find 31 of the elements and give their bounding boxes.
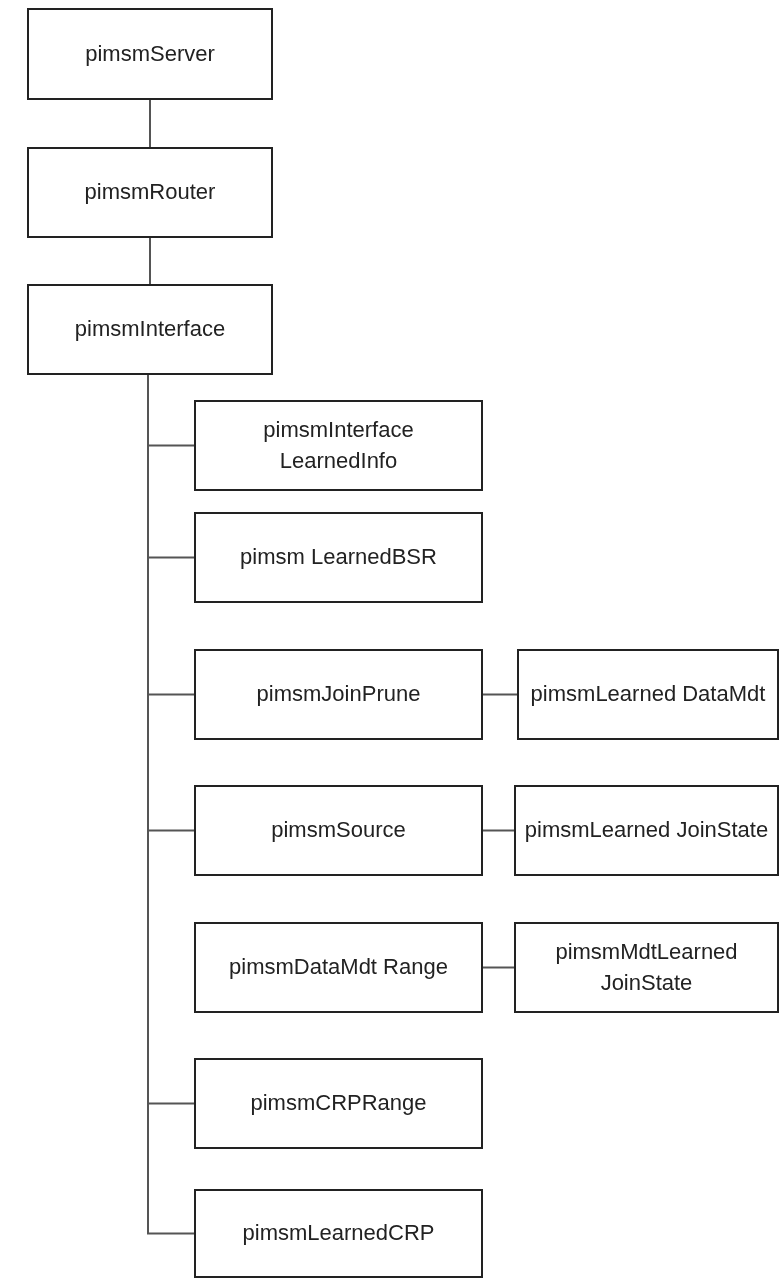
- connector-line: [149, 237, 151, 285]
- class-box: [194, 1058, 483, 1149]
- class-box: [194, 922, 483, 1013]
- class-name: pimsmCRPRange: [250, 1089, 427, 1118]
- class-box: [194, 512, 483, 603]
- class-name: pimsmLearnedCRP: [242, 1219, 435, 1248]
- class-name: pimsmDataMdt Range: [229, 953, 448, 982]
- class-name: pimsmJoinPrune: [256, 680, 421, 709]
- class-name: pimsmInterface: [74, 315, 226, 344]
- class-box: [517, 649, 779, 740]
- class-box: [194, 1189, 483, 1278]
- connector-line: [149, 99, 151, 148]
- class-name: pimsmSource: [271, 816, 406, 845]
- class-box: [27, 284, 273, 375]
- class-name: pimsmLearned DataMdt: [530, 680, 766, 709]
- class-box: [514, 785, 779, 876]
- class-name: pimsmServer: [85, 39, 215, 68]
- class-name: pimsmLearned JoinState: [524, 816, 769, 845]
- class-name: pimsmMdtLearned JoinState: [554, 937, 739, 997]
- connector-line: [482, 693, 518, 696]
- class-name: pimsmRouter: [84, 178, 216, 207]
- class-name: pimsmInterface LearnedInfo: [262, 415, 415, 475]
- connector-line: [482, 829, 515, 832]
- class-box: [194, 400, 483, 491]
- class-box: [194, 649, 483, 740]
- class-name: pimsm LearnedBSR: [240, 543, 437, 572]
- connector-line: [482, 966, 515, 969]
- class-box: [514, 922, 779, 1013]
- class-box: [27, 147, 273, 238]
- class-box: [194, 785, 483, 876]
- class-box: [27, 8, 273, 100]
